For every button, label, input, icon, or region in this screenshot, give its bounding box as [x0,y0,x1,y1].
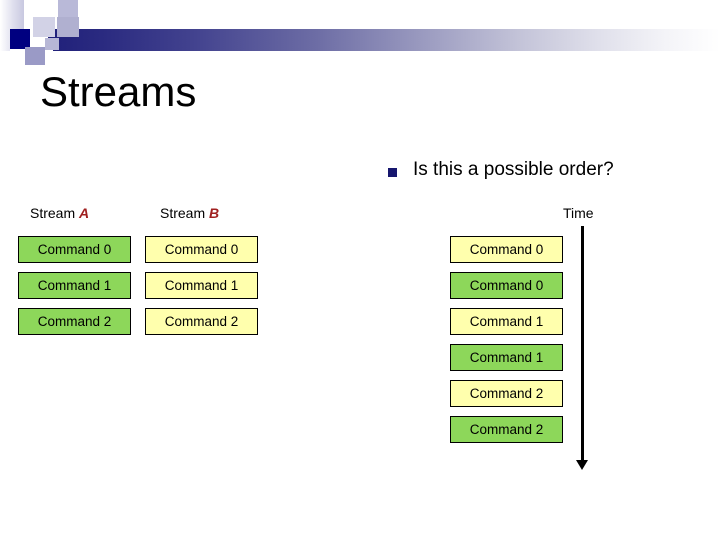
deco-square-7 [33,17,55,37]
square-bullet-icon [388,167,397,177]
stream-a-command-box: Command 1 [18,272,131,299]
bullet-row: Is this a possible order? [388,158,614,182]
deco-square-6 [10,29,30,49]
stream-a-command-box: Command 0 [18,236,131,263]
stream-b-command-box: Command 0 [145,236,258,263]
deco-square-4 [58,0,78,17]
deco-square-1 [0,0,24,29]
deco-square-11 [45,38,59,50]
header-gradient-bar [48,29,720,51]
column-header-stream-b-prefix: Stream [160,205,210,221]
timeline-command-box: Command 2 [450,416,563,443]
time-axis-line [581,226,584,464]
stream-b-command-box: Command 2 [145,308,258,335]
timeline-command-box: Command 0 [450,272,563,299]
column-header-stream-b-accent: B [209,205,220,221]
deco-square-5 [0,29,10,51]
column-header-stream-a: Stream A [30,204,89,222]
stream-a-command-box: Command 2 [18,308,131,335]
stream-b-command-box: Command 1 [145,272,258,299]
deco-square-10 [25,47,45,65]
timeline-command-box: Command 2 [450,380,563,407]
timeline-command-box: Command 0 [450,236,563,263]
column-header-stream-a-accent: A [79,205,90,221]
bullet-text: Is this a possible order? [413,159,614,180]
page-title: Streams [40,68,197,115]
time-axis-arrowhead-icon [576,460,588,470]
slide-header-decoration [0,0,720,65]
timeline-command-box: Command 1 [450,308,563,335]
timeline-command-box: Command 1 [450,344,563,371]
column-header-stream-a-prefix: Stream [30,205,80,221]
deco-square-8 [57,17,79,37]
column-header-time: Time [563,205,594,221]
column-header-stream-b: Stream B [160,204,219,222]
